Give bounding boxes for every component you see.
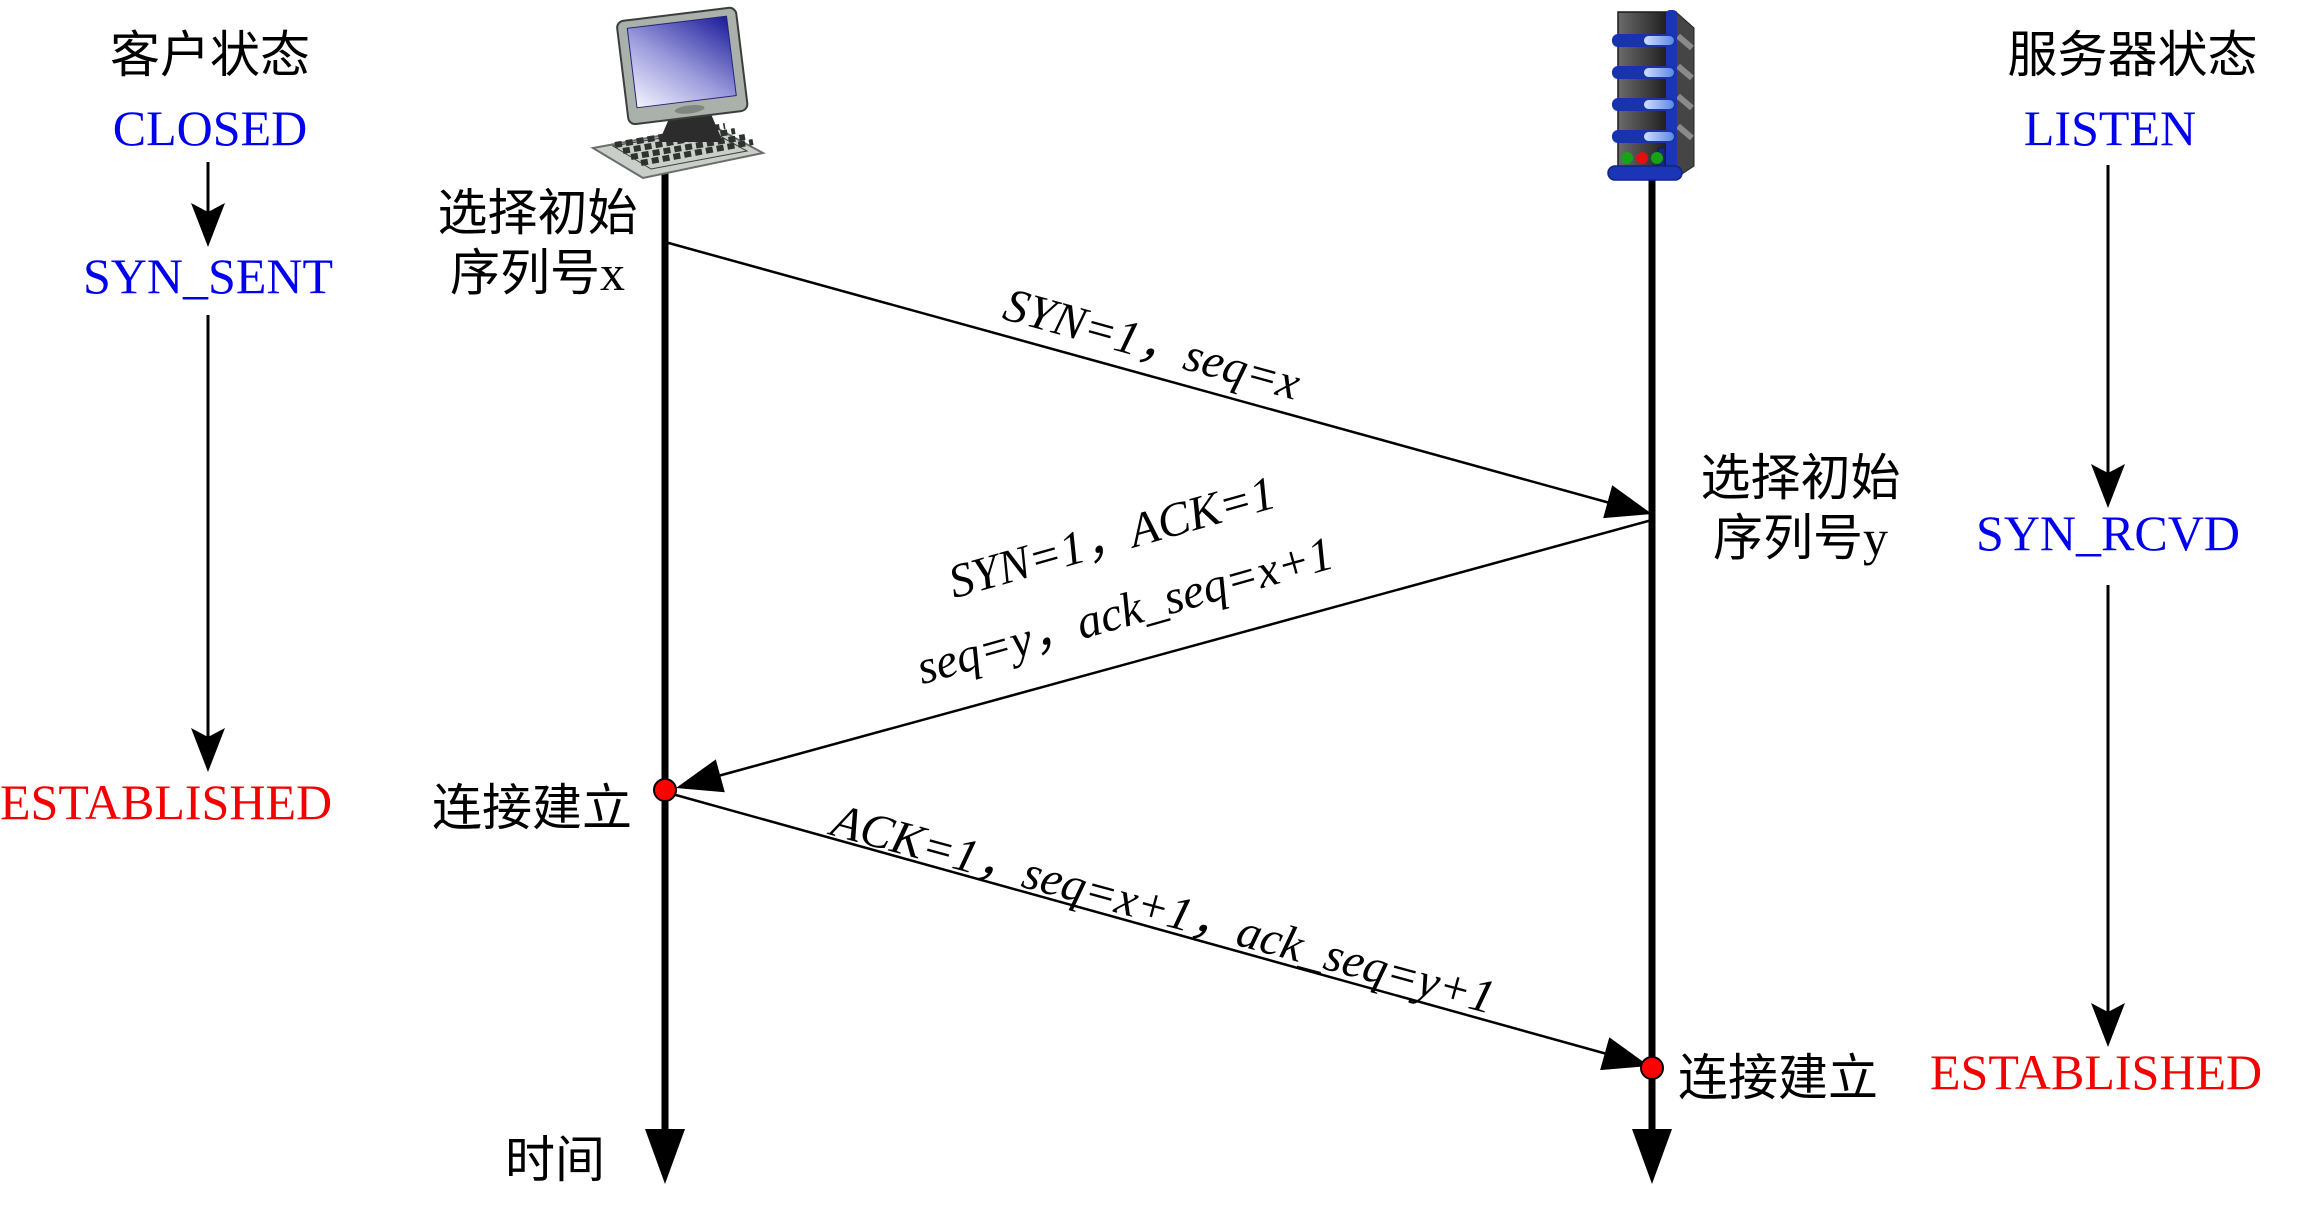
- server-leds: [1621, 152, 1663, 164]
- server-bay-light: [1644, 36, 1674, 45]
- computer-stand: [659, 114, 723, 142]
- monitor-button: [674, 104, 705, 114]
- server-drive-bays: [1612, 34, 1676, 143]
- server-established-dot: [1640, 1056, 1664, 1080]
- synack-segment-line: [717, 518, 1653, 778]
- server-column-heading: 服务器状态: [2007, 27, 2258, 83]
- server-arrow-listen-to-synrcvd-head-icon: [2091, 464, 2125, 508]
- server-state-established: ESTABLISHED: [1930, 1044, 2263, 1100]
- ack-segment-line: [664, 790, 1608, 1056]
- time-label: 时间: [505, 1132, 605, 1188]
- client-arrow-synsent-to-established-head-icon: [191, 728, 225, 772]
- desktop-computer-icon: [590, 6, 766, 180]
- syn-segment-arrowhead-icon: [1603, 485, 1652, 519]
- client-arrow-closed-to-synsent-head-icon: [191, 203, 225, 247]
- server-led-green: [1651, 152, 1663, 164]
- server-arrow-synrcvd-to-established-head-icon: [2091, 1003, 2125, 1047]
- client-column-heading: 客户状态: [110, 27, 310, 83]
- server-state-syn-rcvd: SYN_RCVD: [1976, 505, 2240, 561]
- client-state-established: ESTABLISHED: [0, 774, 333, 830]
- server-bay-light: [1644, 68, 1674, 77]
- client-state-closed: CLOSED: [112, 100, 308, 156]
- server-state-listen: LISTEN: [2023, 100, 2197, 156]
- server-choose-isn-line2: 序列号y: [1713, 510, 1888, 566]
- server-connection-established-label: 连接建立: [1678, 1050, 1878, 1106]
- server-base: [1607, 165, 1683, 181]
- syn-segment-line: [664, 240, 1611, 505]
- client-choose-isn-label: 选择初始 序列号x: [415, 183, 660, 303]
- server-tower-icon: [1607, 10, 1695, 181]
- client-state-syn-sent: SYN_SENT: [82, 248, 334, 304]
- server-choose-isn-label: 选择初始 序列号y: [1678, 448, 1923, 568]
- client-established-dot: [653, 778, 677, 802]
- server-bay-light: [1644, 100, 1674, 109]
- server-bay-light: [1644, 132, 1674, 141]
- client-connection-established-label: 连接建立: [432, 780, 632, 836]
- server-side-vents: [1676, 33, 1694, 141]
- server-led-red: [1636, 152, 1648, 164]
- server-choose-isn-line1: 选择初始: [1700, 450, 1901, 506]
- server-timeline-arrowhead-icon: [1632, 1129, 1672, 1184]
- client-timeline-arrowhead-icon: [645, 1129, 685, 1184]
- monitor-screen: [626, 15, 737, 109]
- ack-segment-arrowhead-icon: [1600, 1037, 1649, 1071]
- client-choose-isn-line2: 序列号x: [450, 245, 625, 301]
- client-choose-isn-line1: 选择初始: [437, 185, 638, 241]
- computer-monitor: [616, 6, 749, 126]
- server-led-green: [1621, 152, 1633, 164]
- synack-segment-arrowhead-icon: [676, 759, 725, 793]
